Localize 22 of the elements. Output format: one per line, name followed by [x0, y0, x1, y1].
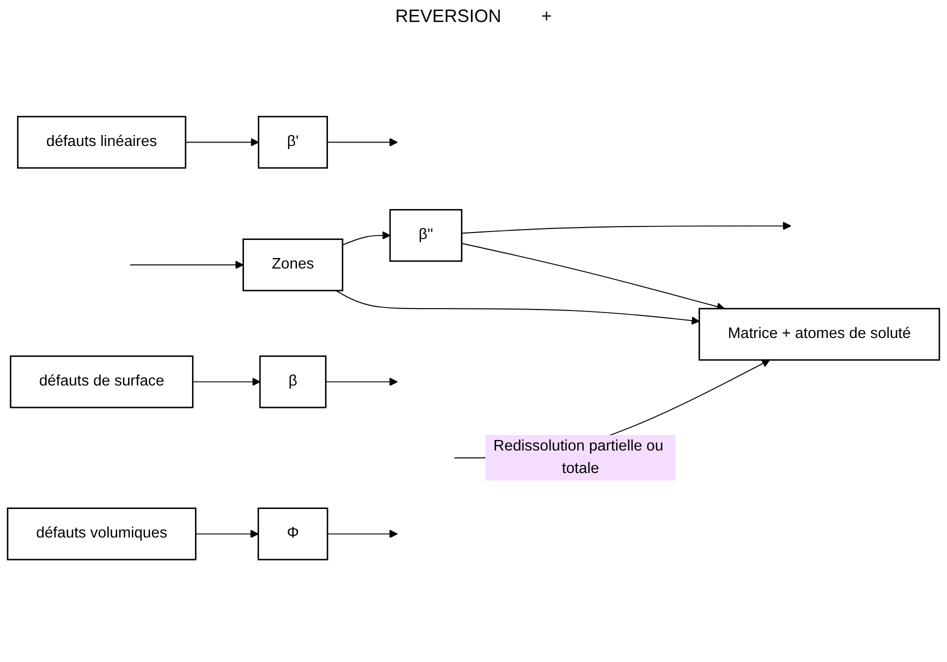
- node-box: β'': [389, 208, 462, 262]
- arrow: [325, 378, 398, 386]
- arrow: [326, 138, 398, 146]
- node-box: Φ: [258, 507, 328, 560]
- arrow: [192, 378, 260, 386]
- node-box: β': [258, 116, 328, 169]
- node-box: défauts volumiques: [6, 507, 196, 560]
- note-text: REVERSION: [395, 6, 502, 27]
- arrow: [327, 530, 398, 538]
- arrow: [185, 138, 259, 146]
- node-box: Zones: [242, 238, 344, 292]
- arrow: [130, 260, 244, 269]
- node-box: Matrice + atomes de soluté: [698, 308, 940, 361]
- edge-label: Redissolution partielle ou totale: [493, 438, 664, 477]
- node-box: β: [259, 355, 326, 408]
- note-text: +: [541, 6, 552, 27]
- arrow: [195, 530, 259, 538]
- arrow: [342, 231, 390, 246]
- arrow: [461, 222, 792, 234]
- arrow: [336, 290, 700, 325]
- node-box: défauts linéaires: [17, 116, 186, 169]
- node-box: défauts de surface: [10, 355, 194, 408]
